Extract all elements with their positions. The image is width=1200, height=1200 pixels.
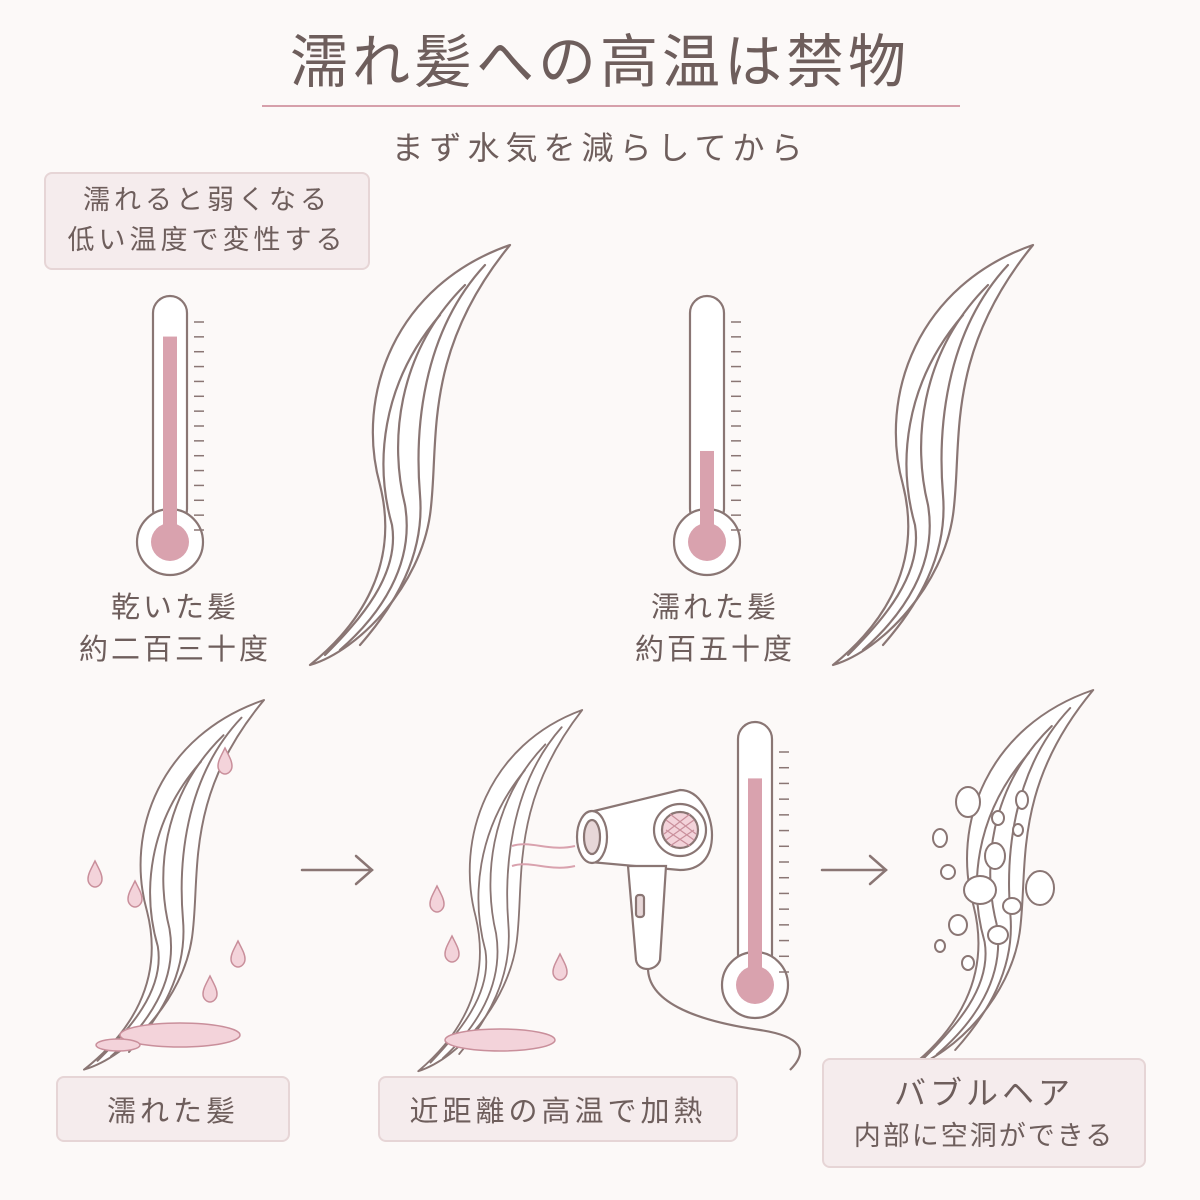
dry-hair-name: 乾いた髪 bbox=[110, 590, 239, 624]
thermometer-heat-ticks bbox=[779, 751, 789, 973]
wet-hair-name: 濡れた髪 bbox=[650, 590, 779, 624]
step3-bubble-hair bbox=[908, 688, 1095, 1070]
arrow-1 bbox=[300, 854, 374, 886]
thermometer-wet bbox=[672, 294, 742, 577]
note-box: 濡れると弱くなる 低い温度で変性する bbox=[44, 172, 370, 270]
step3-caption-box: バブルヘア 内部に空洞ができる bbox=[822, 1058, 1146, 1168]
dry-hair-temp: 約二百三十度 bbox=[78, 632, 271, 666]
step3-caption: バブルヘア bbox=[893, 1074, 1074, 1112]
arrow-2 bbox=[820, 854, 888, 886]
wet-hair-temp: 約百五十度 bbox=[634, 632, 795, 666]
dry-hair-lock bbox=[308, 243, 512, 667]
thermometer-wet-ticks bbox=[731, 321, 741, 531]
step1-caption: 濡れた髪 bbox=[106, 1094, 239, 1128]
thermometer-dry-ticks bbox=[194, 321, 204, 531]
thermometer-dry-mercury bbox=[163, 336, 177, 530]
step2-caption: 近距離の高温で加熱 bbox=[409, 1094, 707, 1128]
wet-hair-lock bbox=[831, 243, 1035, 667]
step1-caption-box: 濡れた髪 bbox=[56, 1076, 290, 1142]
page-subtitle: まず水気を減らしてから bbox=[391, 129, 809, 167]
thermometer-heat bbox=[720, 720, 790, 1020]
thermometer-heat-mercury bbox=[748, 778, 762, 972]
page-title: 濡れ髪への高温は禁物 bbox=[289, 28, 910, 96]
thermometer-wet-mercury bbox=[700, 450, 714, 530]
step1-wet-hair bbox=[83, 699, 265, 1071]
step3-detail: 内部に空洞ができる bbox=[853, 1121, 1115, 1152]
note-line-2: 低い温度で変性する bbox=[67, 225, 347, 256]
note-line-1: 濡れると弱くなる bbox=[83, 185, 331, 216]
hair-dryer bbox=[575, 788, 801, 1071]
thermometer-dry bbox=[135, 294, 205, 577]
wet-hair-label: 濡れた髪 約百五十度 bbox=[600, 586, 830, 670]
title-underline bbox=[262, 105, 960, 107]
step2-caption-box: 近距離の高温で加熱 bbox=[378, 1076, 738, 1142]
step2-heated-hair bbox=[417, 709, 584, 1073]
dry-hair-label: 乾いた髪 約二百三十度 bbox=[60, 586, 290, 670]
